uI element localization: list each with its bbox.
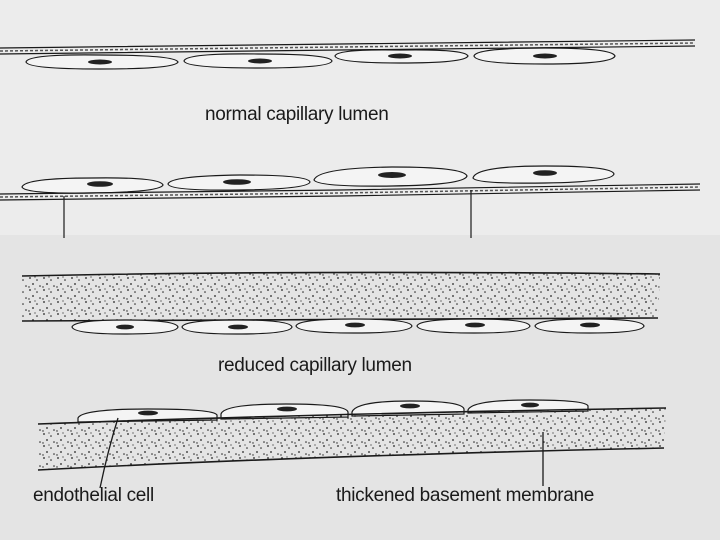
nucleus (277, 407, 297, 412)
endothelial-cell (417, 319, 530, 333)
endothelial-cell (473, 166, 614, 183)
endothelial-cell (26, 55, 178, 69)
endothelial-cell (314, 167, 467, 186)
nucleus (465, 323, 485, 328)
normal-capillary-lumen-label: normal capillary lumen (205, 104, 388, 126)
endothelial-cell (182, 320, 292, 334)
endothelial-cell-label: endothelial cell (33, 485, 154, 507)
endothelial-cell (535, 319, 644, 333)
endothelial-cell (184, 54, 332, 68)
reduced-capillary-lumen-label: reduced capillary lumen (218, 355, 412, 377)
thickened-basement-membrane-label: thickened basement membrane (336, 485, 594, 507)
nucleus (580, 323, 600, 328)
endothelial-cell (474, 48, 615, 64)
nucleus (378, 172, 406, 178)
nucleus (533, 54, 557, 59)
normal-capillary (0, 40, 695, 69)
nucleus (388, 54, 412, 59)
endothelial-cell (335, 50, 468, 63)
nucleus (345, 323, 365, 328)
nucleus (138, 411, 158, 416)
nucleus (223, 179, 251, 185)
nucleus (521, 403, 539, 408)
nucleus (533, 170, 557, 176)
reduced-capillary-upper (22, 272, 660, 334)
endothelial-cell (72, 320, 178, 334)
nucleus (87, 181, 113, 187)
endothelial-cell (296, 319, 412, 333)
nucleus (248, 59, 272, 64)
capillary-upper-wall (0, 166, 700, 238)
endothelial-cell (168, 175, 310, 190)
endothelial-cell (22, 178, 163, 193)
nucleus (88, 60, 112, 65)
thickened-basement-membrane (22, 272, 660, 321)
nucleus (116, 325, 134, 330)
nucleus (400, 404, 420, 409)
nucleus (228, 325, 248, 330)
